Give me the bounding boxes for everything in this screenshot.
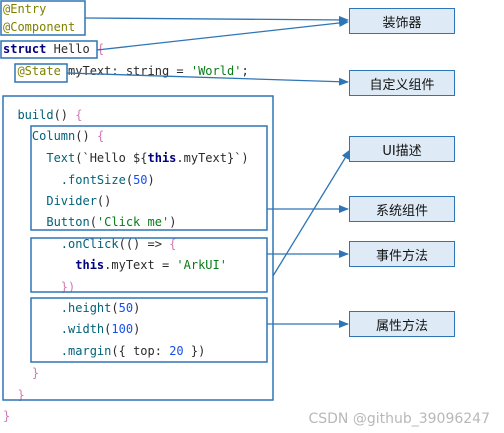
code-token: 'Click me' bbox=[96, 215, 170, 229]
code-line: } bbox=[3, 409, 10, 423]
code-token: ({ bbox=[111, 344, 134, 358]
state-highlight-box bbox=[14, 63, 68, 83]
code-token: this bbox=[147, 151, 177, 165]
code-line: .width(100) bbox=[3, 322, 141, 336]
custom-component-label: 自定义组件 bbox=[349, 70, 455, 96]
code-token: }) bbox=[3, 280, 76, 294]
code-token: : bbox=[154, 344, 170, 358]
code-line: struct Hello { bbox=[3, 42, 104, 56]
code-token: } bbox=[3, 388, 25, 402]
event-method-label: 事件方法 bbox=[349, 241, 455, 267]
decorator-highlight-box bbox=[0, 0, 86, 36]
code-line: Divider() bbox=[3, 194, 111, 208]
ui-description-arrow bbox=[272, 149, 351, 277]
code-token: ) bbox=[133, 301, 141, 315]
code-token: Divider bbox=[3, 194, 97, 208]
code-line: .margin({ top: 20 }) bbox=[3, 344, 206, 358]
code-token: .myText = bbox=[104, 258, 177, 272]
code-line: .height(50) bbox=[3, 301, 141, 315]
code-token: ( bbox=[111, 301, 119, 315]
custom-component-arrow bbox=[66, 72, 349, 86]
code-line: .onClick(() => { bbox=[3, 237, 177, 251]
code-token: top bbox=[133, 344, 155, 358]
code-token: { bbox=[75, 108, 83, 122]
attribute-method-label: 属性方法 bbox=[349, 311, 455, 337]
code-token: ) bbox=[169, 215, 177, 229]
code-line: Button('Click me') bbox=[3, 215, 176, 229]
code-token: 50 bbox=[118, 301, 134, 315]
components-highlight-box bbox=[30, 125, 268, 231]
watermark: CSDN @github_39096247 bbox=[308, 411, 490, 427]
code-token: ( bbox=[104, 322, 112, 336]
code-token: .fontSize bbox=[3, 173, 126, 187]
code-token: .height bbox=[3, 301, 112, 315]
code-token: } bbox=[3, 366, 40, 380]
code-token: }) bbox=[183, 344, 206, 358]
decorator-arrow bbox=[84, 15, 349, 24]
decorator-label: 装饰器 bbox=[349, 8, 455, 34]
code-token: ) bbox=[147, 173, 155, 187]
code-token: (`Hello ${ bbox=[75, 151, 148, 165]
code-token: Text bbox=[3, 151, 76, 165]
event-highlight-box bbox=[30, 237, 268, 293]
code-token: () bbox=[75, 129, 97, 143]
code-token: .width bbox=[3, 322, 105, 336]
code-line: this.myText = 'ArkUI' bbox=[3, 258, 227, 272]
code-token: Hello bbox=[53, 42, 90, 56]
code-token: 50 bbox=[133, 173, 148, 187]
code-token: .myText}`) bbox=[176, 151, 249, 165]
code-token: { bbox=[169, 237, 177, 251]
code-line: } bbox=[3, 388, 25, 402]
code-line: } bbox=[3, 366, 39, 380]
code-token: @Component bbox=[3, 20, 76, 34]
code-token: 20 bbox=[169, 344, 184, 358]
code-line: build() { bbox=[3, 108, 83, 122]
code-token: 'World' bbox=[190, 64, 242, 78]
code-token: () bbox=[53, 108, 76, 122]
code-token: { bbox=[96, 129, 105, 143]
code-token: @Entry bbox=[3, 2, 47, 16]
struct-to-decorator-arrow bbox=[96, 19, 349, 51]
code-token: @State bbox=[17, 64, 61, 78]
code-token: .margin bbox=[3, 344, 112, 358]
code-line: }) bbox=[3, 280, 75, 294]
attribute-highlight-box bbox=[30, 297, 268, 363]
code-token: build bbox=[3, 108, 54, 122]
code-token: } bbox=[3, 409, 11, 423]
code-token: .onClick bbox=[3, 237, 119, 251]
code-line: @Component bbox=[3, 20, 75, 34]
code-line: Text(`Hello ${this.myText}`) bbox=[3, 151, 249, 165]
code-token: 100 bbox=[111, 322, 134, 336]
struct-highlight-box bbox=[0, 40, 98, 59]
code-token: ) bbox=[133, 322, 141, 336]
code-token: Button bbox=[3, 215, 90, 229]
code-line: .fontSize(50) bbox=[3, 173, 155, 187]
code-token: ; bbox=[241, 64, 249, 78]
code-token: () bbox=[96, 194, 112, 208]
build-highlight-box bbox=[2, 95, 274, 401]
code-token: ( bbox=[125, 173, 134, 187]
code-line: Column() { bbox=[3, 129, 104, 143]
code-token: 'ArkUI' bbox=[176, 258, 227, 272]
code-line: @Entry bbox=[3, 2, 46, 16]
system-component-label: 系统组件 bbox=[349, 196, 455, 222]
code-token: this bbox=[75, 258, 105, 272]
ui-description-label: UI描述 bbox=[349, 136, 455, 162]
code-token: Column bbox=[3, 129, 76, 143]
code-token: (() => bbox=[118, 237, 170, 251]
code-token: ( bbox=[89, 215, 97, 229]
code-token: struct bbox=[3, 42, 47, 56]
